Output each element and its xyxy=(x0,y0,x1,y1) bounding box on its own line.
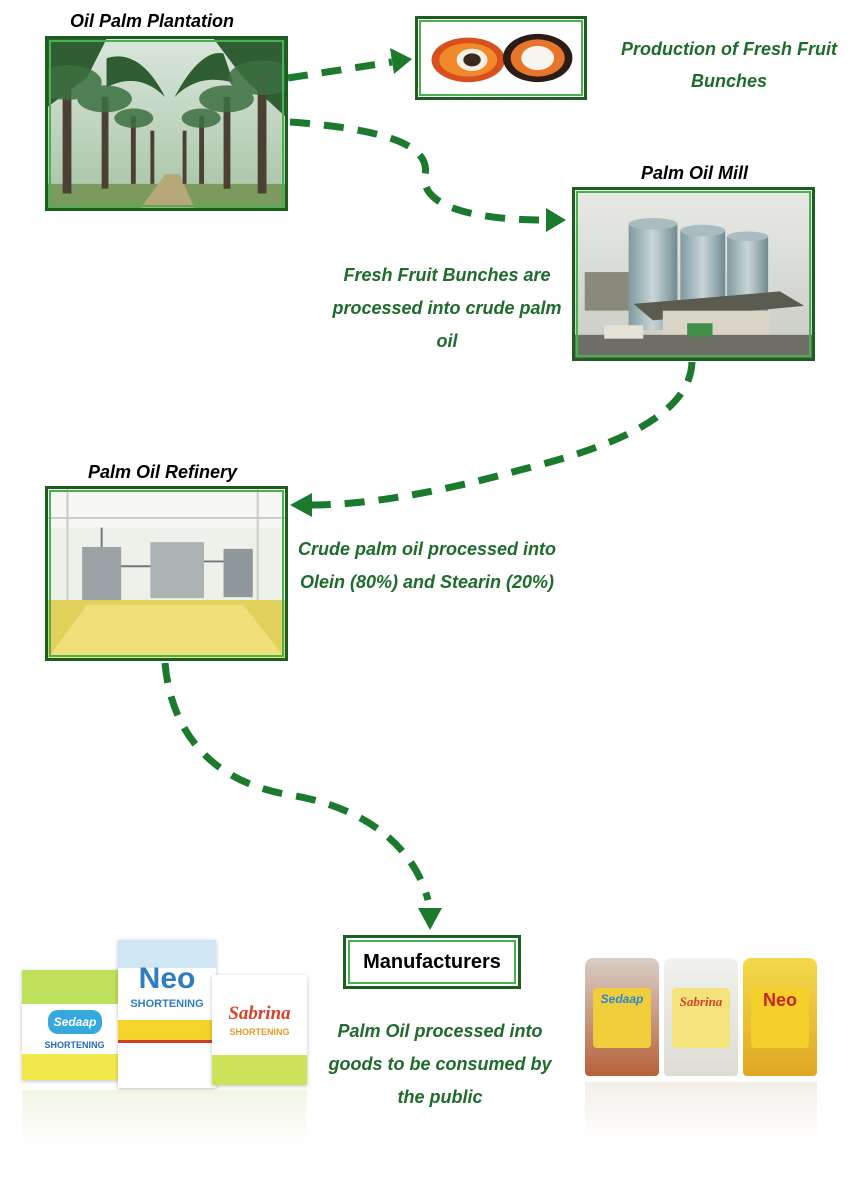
arrowhead-fruit xyxy=(390,48,412,74)
sedaap-shortening-box: Sedaap SHORTENING xyxy=(22,970,127,1080)
neo-oil-jug: Neo xyxy=(743,958,817,1076)
manufacturers-box: Manufacturers xyxy=(343,935,521,989)
arrowhead-mill xyxy=(546,208,566,232)
sedaap-sub: SHORTENING xyxy=(44,1040,105,1050)
sabrina-shortening-box: Sabrina SHORTENING xyxy=(212,975,307,1085)
plantation-image xyxy=(45,36,288,211)
jug-neo-brand: Neo xyxy=(762,990,797,1010)
manufacturers-description: Palm Oil processed into goods to be cons… xyxy=(328,1021,552,1107)
fruit-description: Production of Fresh Fruit Bunches xyxy=(621,39,837,91)
sabrina-brand: Sabrina xyxy=(228,1003,291,1024)
mill-label: Palm Oil Mill xyxy=(641,163,749,183)
mill-description: Fresh Fruit Bunches are processed into c… xyxy=(332,265,562,351)
jug-sabrina-brand: Sabrina xyxy=(679,994,723,1009)
arrow-plantation-to-mill xyxy=(289,118,546,224)
refinery-description: Crude palm oil processed into Olein (80%… xyxy=(297,539,557,592)
boxes-reflection xyxy=(22,1090,307,1145)
refinery-label: Palm Oil Refinery xyxy=(88,462,238,482)
neo-shortening-box: Neo SHORTENING xyxy=(118,940,216,1088)
refinery-image xyxy=(45,486,288,661)
arrow-refinery-to-manufacturers xyxy=(161,662,432,901)
jug-sedaap-brand: Sedaap xyxy=(600,992,644,1006)
sedaap-oil-jug: Sedaap xyxy=(585,958,659,1076)
arrow-mill-to-refinery xyxy=(311,361,696,509)
plantation-label: Oil Palm Plantation xyxy=(70,11,235,31)
sedaap-brand: Sedaap xyxy=(48,1010,102,1034)
jugs-reflection xyxy=(585,1082,817,1142)
palm-fruit-image xyxy=(415,16,587,100)
sabrina-sub: SHORTENING xyxy=(229,1027,290,1037)
arrow-plantation-to-fruit xyxy=(287,58,393,82)
arrowhead-refinery xyxy=(290,493,312,517)
arrowhead-manufacturers xyxy=(418,908,442,930)
palm-oil-mill-image xyxy=(572,187,815,361)
neo-sub: SHORTENING xyxy=(130,998,204,1010)
neo-brand: Neo xyxy=(138,962,196,995)
sabrina-oil-jug: Sabrina xyxy=(664,958,738,1076)
